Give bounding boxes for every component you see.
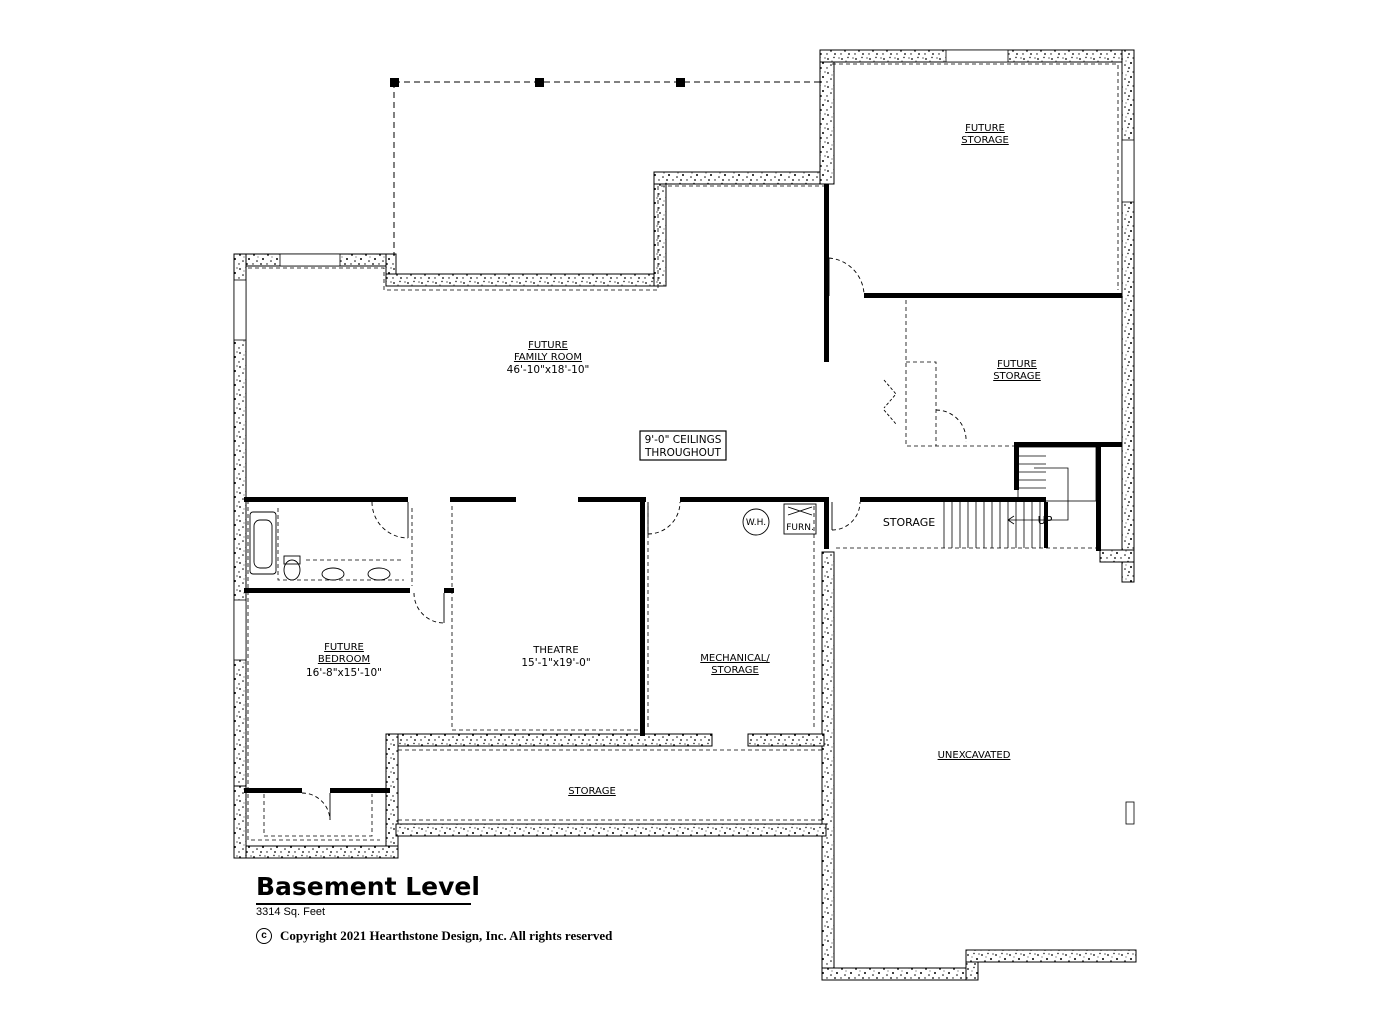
porch-posts xyxy=(390,78,685,87)
plan-title: Basement Level xyxy=(256,872,480,901)
stairs-up-label: UP xyxy=(1038,514,1053,527)
covered-porch xyxy=(393,78,820,254)
ceilings-note-line1: 9'-0" CEILINGS xyxy=(645,434,722,446)
family-room-label-line2: FAMILY ROOM xyxy=(514,352,582,363)
windows xyxy=(233,49,1135,825)
bedroom-label-line2: BEDROOM xyxy=(318,654,370,665)
mechanical-label-line1: MECHANICAL/ xyxy=(700,653,770,664)
storage-small-label: STORAGE xyxy=(883,516,935,529)
stairs xyxy=(943,446,1097,548)
title-underline xyxy=(256,903,471,905)
exterior-walls xyxy=(233,49,1137,981)
furnace-label: FURN. xyxy=(786,523,814,533)
future-storage-mid-line1: FUTURE xyxy=(997,359,1037,370)
family-room-dimensions: 46'-10"x18'-10" xyxy=(507,364,590,376)
water-heater-icon xyxy=(742,508,770,536)
water-heater-label: W.H. xyxy=(746,518,766,528)
future-storage-mid-line2: STORAGE xyxy=(993,371,1041,382)
finish-lines xyxy=(247,63,1119,841)
mechanical-equipment xyxy=(742,503,817,536)
theatre-dimensions: 15'-1"x19'-0" xyxy=(521,657,590,669)
furnace-icon xyxy=(783,503,817,535)
storage-bottom-label: STORAGE xyxy=(568,786,616,797)
mechanical-label-line2: STORAGE xyxy=(711,665,759,676)
future-storage-top-line2: STORAGE xyxy=(961,135,1009,146)
ceilings-note-box xyxy=(639,430,727,461)
copyright-text: Copyright 2021 Hearthstone Design, Inc. … xyxy=(280,928,613,943)
family-room-label-line1: FUTURE xyxy=(528,340,568,351)
future-storage-top-line1: FUTURE xyxy=(965,123,1005,134)
ceilings-note-line2: THROUGHOUT xyxy=(644,447,722,459)
copyright-line: c Copyright 2021 Hearthstone Design, Inc… xyxy=(256,928,612,944)
copyright-icon: c xyxy=(256,928,272,944)
unexcavated-label: UNEXCAVATED xyxy=(938,750,1011,761)
door-swings xyxy=(301,257,967,821)
bedroom-dimensions: 16'-8"x15'-10" xyxy=(306,667,382,679)
bedroom-label-line1: FUTURE xyxy=(324,642,364,653)
interior-walls xyxy=(244,184,1122,793)
square-footage: 3314 Sq. Feet xyxy=(256,906,326,918)
theatre-label: THEATRE xyxy=(532,645,578,656)
bath-fixtures xyxy=(249,511,391,581)
